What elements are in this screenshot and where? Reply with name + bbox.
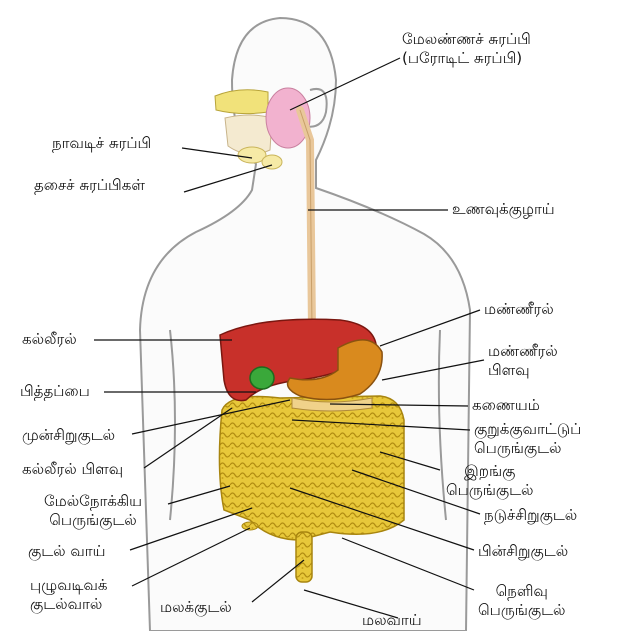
label-ileum: பின்சிறுகுடல் <box>478 542 568 561</box>
label-splenic-flexure: மண்ணீரல் பிளவு <box>488 342 558 380</box>
label-hepatic-flexure: கல்லீரல் பிளவு <box>22 460 123 479</box>
label-anus: மலவாய் <box>362 611 422 630</box>
rectum <box>296 532 312 582</box>
label-liver: கல்லீரல் <box>22 330 77 349</box>
upper-jaw <box>215 90 268 114</box>
appendix <box>242 522 258 530</box>
label-descending-colon: இறங்கு பெருங்குடல் <box>446 462 534 500</box>
label-transverse-colon: குறுக்குவாட்டுப் பெருங்குடல் <box>474 420 581 458</box>
label-pancreas: கணையம் <box>472 396 540 415</box>
label-jejunum: நடுச்சிறுகுடல் <box>484 506 577 525</box>
label-rectum: மலக்குடல் <box>160 598 232 617</box>
label-ascending-colon: மேல்நோக்கிய பெருங்குடல் <box>44 492 142 530</box>
label-sigmoid-colon: நெளிவு பெருங்குடல் <box>478 582 566 620</box>
label-parotid-gland: மேலண்ணச் சுரப்பி (பரோடிட் சுரப்பி) <box>402 30 531 68</box>
label-duodenum: முன்சிறுகுடல் <box>22 426 115 445</box>
gallbladder <box>250 367 274 389</box>
label-spleen: மண்ணீரல் <box>484 300 554 319</box>
label-gallbladder: பித்தப்பை <box>20 382 90 401</box>
label-appendix: புழுவடிவக் குடல்வால் <box>30 576 107 614</box>
small-and-large-intestine <box>219 396 404 540</box>
label-sublingual-gland: நாவடிச் சுரப்பி <box>52 134 151 153</box>
label-oesophagus: உணவுக்குழாய் <box>452 200 555 219</box>
label-submandibular-gland: தசைச் சுரப்பிகள் <box>34 176 145 195</box>
label-caecum: குடல் வாய் <box>28 542 105 561</box>
